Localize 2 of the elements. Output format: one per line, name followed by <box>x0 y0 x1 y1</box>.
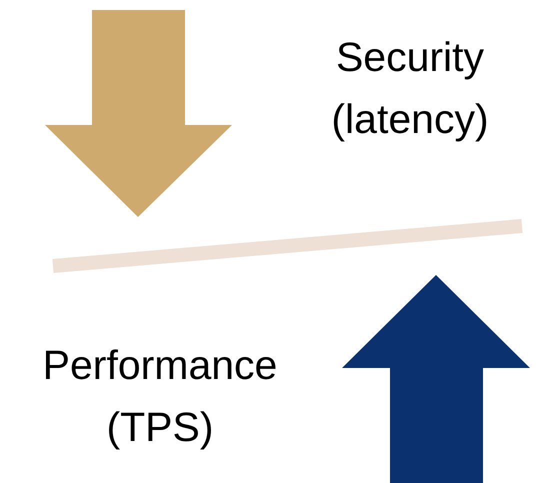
axis-label: Security (latency) <box>330 33 490 144</box>
axis-label: Performance (TPS) <box>42 341 278 452</box>
